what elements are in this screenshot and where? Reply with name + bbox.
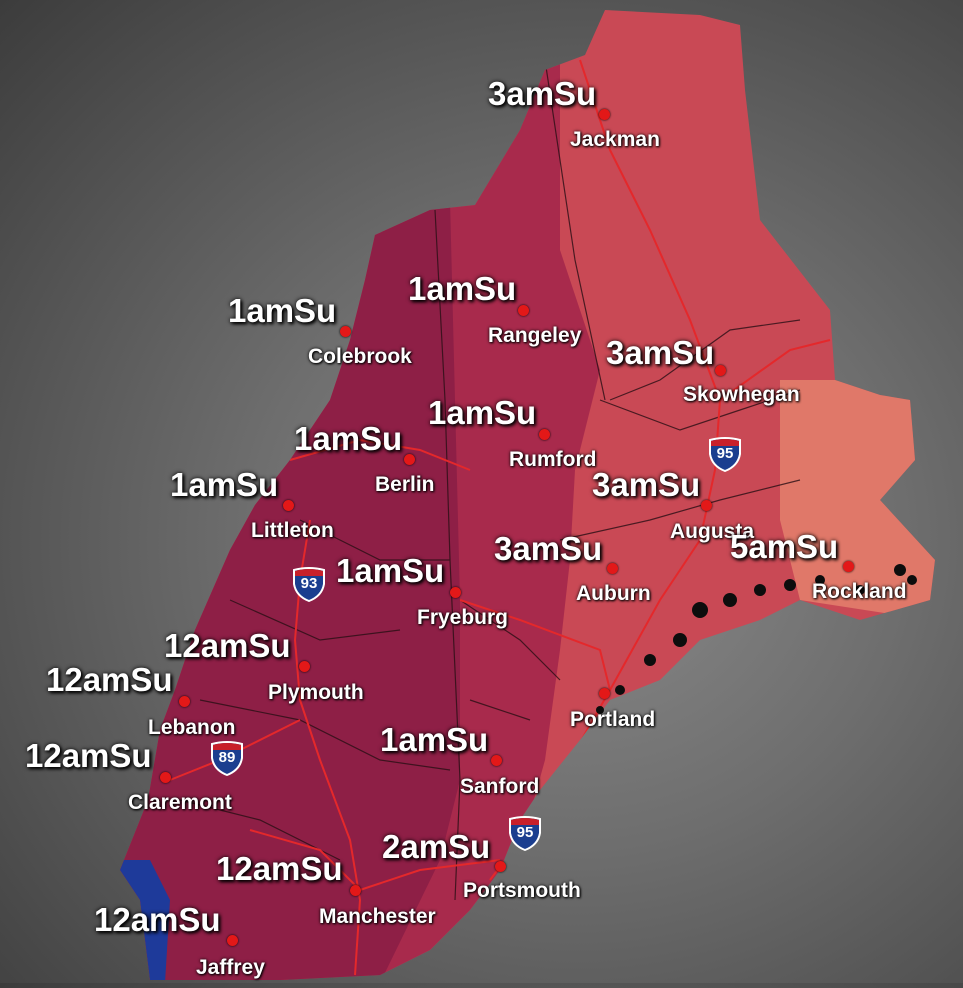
interstate-number: 95 [716,445,734,462]
city-label-littleton: Littleton [251,519,334,542]
city-dot-littleton [283,500,294,511]
time-label-rangeley: 1amSu [408,270,517,307]
city-dot-jackman [599,109,610,120]
time-label-auburn: 3amSu [494,530,603,567]
city-dot-lebanon [179,696,190,707]
city-dot-rockland [843,561,854,572]
city-dot-portsmouth [495,861,506,872]
time-label-sanford: 1amSu [380,721,489,758]
city-dot-berlin [404,454,415,465]
interstate-89-shield-icon: 89 [210,740,244,777]
city-dot-auburn [607,563,618,574]
interstate-95-shield-icon: 95 [508,815,542,852]
city-label-rangeley: Rangeley [488,324,582,347]
time-label-colebrook: 1amSu [228,292,337,329]
city-label-jaffrey: Jaffrey [196,956,265,979]
city-dot-rumford [539,429,550,440]
interstate-number: 93 [300,575,318,592]
time-label-rumford: 1amSu [428,394,537,431]
time-label-lebanon: 12amSu [46,661,173,698]
city-dot-rangeley [518,305,529,316]
city-label-fryeburg: Fryeburg [417,606,509,629]
city-label-manchester: Manchester [319,905,436,928]
city-label-skowhegan: Skowhegan [683,383,800,406]
city-dot-augusta [701,500,712,511]
city-label-colebrook: Colebrook [308,345,412,368]
time-label-claremont: 12amSu [25,737,152,774]
time-label-littleton: 1amSu [170,466,279,503]
time-label-augusta: 3amSu [592,466,701,503]
city-label-sanford: Sanford [460,775,540,798]
city-dot-manchester [350,885,361,896]
city-label-portsmouth: Portsmouth [463,879,581,902]
city-dot-skowhegan [715,365,726,376]
city-dot-jaffrey [227,935,238,946]
city-label-auburn: Auburn [576,582,651,605]
interstate-93-shield-icon: 93 [292,566,326,603]
interstate-number: 89 [218,749,236,766]
time-label-skowhegan: 3amSu [606,334,715,371]
time-label-manchester: 12amSu [216,850,343,887]
city-label-plymouth: Plymouth [268,681,364,704]
city-label-augusta: Augusta [670,520,754,543]
interstate-number: 95 [516,824,534,841]
city-label-lebanon: Lebanon [148,716,236,739]
city-label-jackman: Jackman [570,128,660,151]
time-label-plymouth: 12amSu [164,627,291,664]
city-label-rumford: Rumford [509,448,597,471]
city-dot-fryeburg [450,587,461,598]
time-label-berlin: 1amSu [294,420,403,457]
time-label-fryeburg: 1amSu [336,552,445,589]
time-label-rockland: 5amSu [730,528,839,565]
city-label-rockland: Rockland [812,580,907,603]
city-label-berlin: Berlin [375,473,435,496]
time-label-jackman: 3amSu [488,75,597,112]
city-dot-sanford [491,755,502,766]
time-label-portsmouth: 2amSu [382,828,491,865]
city-label-portland: Portland [570,708,656,731]
city-label-claremont: Claremont [128,791,232,814]
city-dot-portland [599,688,610,699]
city-dot-plymouth [299,661,310,672]
time-label-jaffrey: 12amSu [94,901,221,938]
interstate-95-shield-icon: 95 [708,436,742,473]
city-dot-claremont [160,772,171,783]
city-dot-colebrook [340,326,351,337]
